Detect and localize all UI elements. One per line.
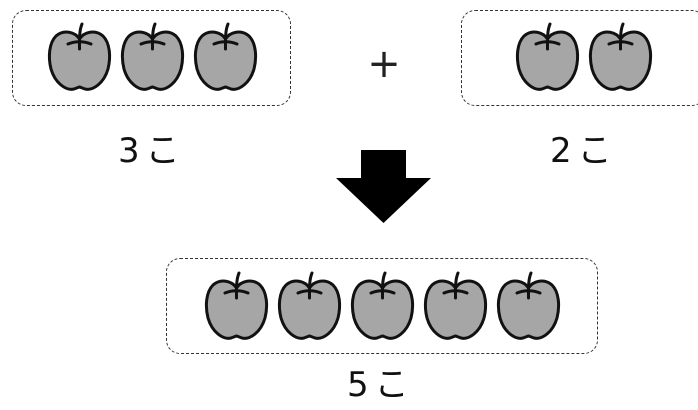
apple-icon bbox=[422, 270, 489, 342]
apple-icon bbox=[46, 21, 113, 93]
right-count-label: 2こ bbox=[550, 131, 618, 171]
apple-icon bbox=[119, 21, 186, 93]
left-apple-row bbox=[46, 21, 259, 93]
apple-icon bbox=[495, 270, 562, 342]
down-arrow-icon bbox=[336, 150, 431, 223]
apple-icon bbox=[514, 21, 581, 93]
apple-icon bbox=[276, 270, 343, 342]
right-apple-row bbox=[514, 21, 654, 93]
right-group-box bbox=[461, 10, 698, 106]
left-group-box bbox=[12, 10, 291, 106]
apple-icon bbox=[349, 270, 416, 342]
left-count-label: 3こ bbox=[118, 131, 186, 171]
result-count-label: 5こ bbox=[347, 365, 415, 405]
result-group-box bbox=[166, 258, 598, 354]
plus-sign: + bbox=[367, 41, 401, 87]
result-apple-row bbox=[203, 270, 562, 342]
apple-icon bbox=[203, 270, 270, 342]
apple-icon bbox=[192, 21, 259, 93]
apple-icon bbox=[587, 21, 654, 93]
